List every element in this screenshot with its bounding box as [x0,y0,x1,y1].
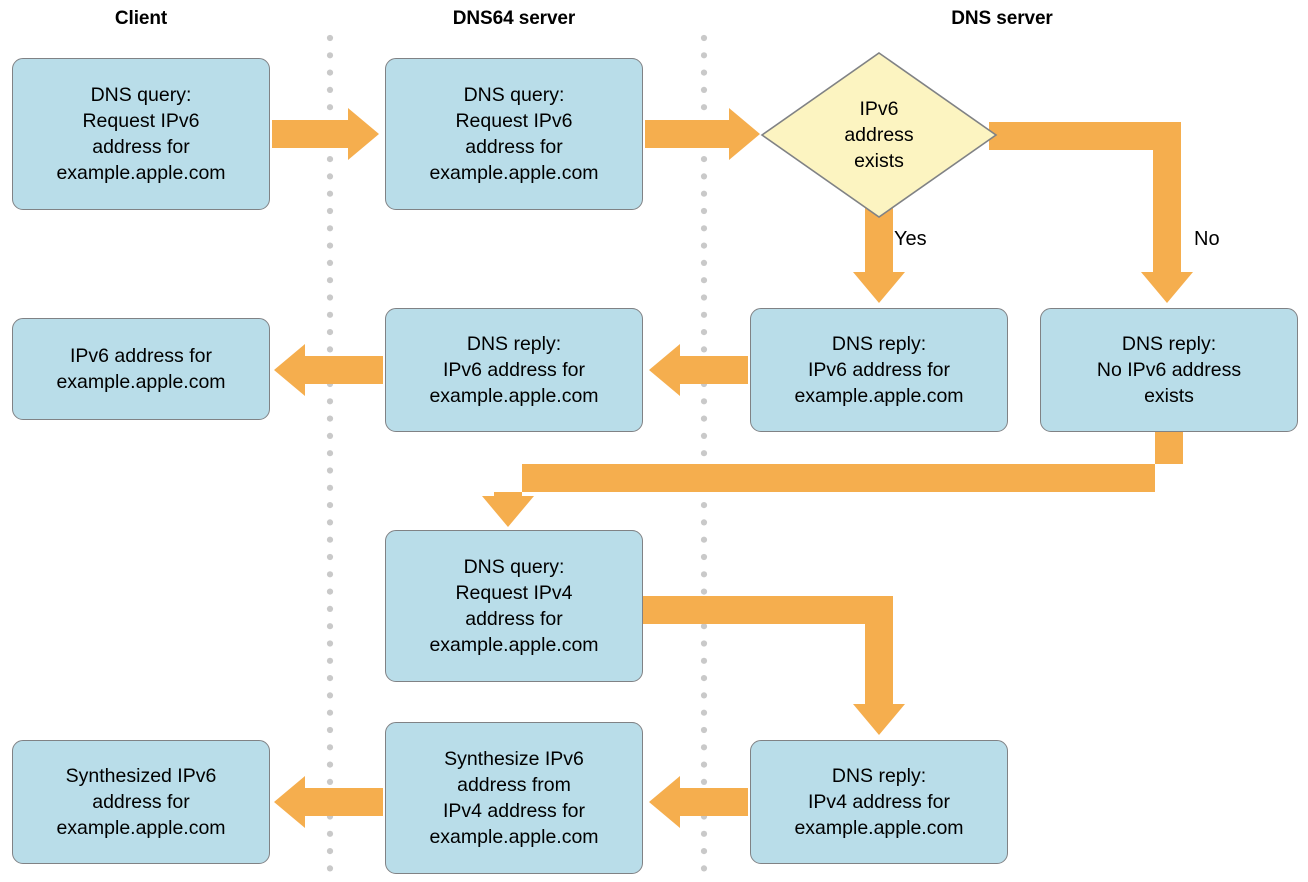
arrow-decision-no-to-dns-reply-no-ipv6 [989,122,1193,303]
arrow-client-query-to-dns64-query [272,108,379,160]
node-dns64-synthesize-ipv6[interactable]: Synthesize IPv6 address from IPv4 addres… [385,722,643,874]
edge-label-no: No [1194,228,1220,250]
lane-title-dns-server: DNS server [951,8,1053,29]
arrow-dns-reply-ipv6-to-dns64-reply-ipv6 [649,344,748,396]
node-label: IPv6 address for example.apple.com [56,345,226,393]
lane-divider-client-dns64 [326,34,334,872]
lane-title-dns64-server: DNS64 server [452,8,576,29]
node-label: DNS query: Request IPv6 address for exam… [56,84,226,184]
arrow-dns-reply-no-ipv6-to-dns64-query-ipv4 [482,430,1183,527]
lane-divider-dns64-dns [700,34,708,872]
arrow-decision-yes-to-dns-reply-ipv6 [853,208,905,303]
node-client-ipv6-address[interactable]: IPv6 address for example.apple.com [12,318,270,420]
node-label: DNS reply: IPv6 address for example.appl… [429,333,599,407]
arrow-dns64-reply-ipv6-to-client-reply-ipv6 [274,344,383,396]
node-dns64-dns-reply-ipv6[interactable]: DNS reply: IPv6 address for example.appl… [385,308,643,432]
arrow-dns64-query-ipv4-to-dns-reply-ipv4 [641,596,905,735]
arrow-dns64-query-to-decision [645,108,760,160]
node-label: DNS reply: IPv6 address for example.appl… [794,333,964,407]
decision-diamond-shape [760,52,998,218]
node-label: Synthesized IPv6 address for example.app… [56,765,226,839]
edge-label-yes: Yes [894,228,927,250]
node-label: DNS reply: No IPv6 address exists [1096,333,1242,407]
node-dns64-dns-query-ipv4[interactable]: DNS query: Request IPv4 address for exam… [385,530,643,682]
node-dns-reply-ipv4[interactable]: DNS reply: IPv4 address for example.appl… [750,740,1008,864]
node-label: DNS query: Request IPv4 address for exam… [429,556,599,656]
decision-label: IPv6 address exists [844,98,914,172]
lane-title-client: Client [114,8,168,29]
node-client-dns-query[interactable]: DNS query: Request IPv6 address for exam… [12,58,270,210]
arrow-dns-reply-ipv4-to-dns64-synthesize [649,776,748,828]
arrow-dns64-synthesize-to-client-synthesized [274,776,383,828]
node-decision-ipv6-address-exists[interactable]: IPv6 address exists [762,53,996,217]
node-client-synthesized-ipv6[interactable]: Synthesized IPv6 address for example.app… [12,740,270,864]
node-dns-reply-ipv6[interactable]: DNS reply: IPv6 address for example.appl… [750,308,1008,432]
node-label: DNS query: Request IPv6 address for exam… [429,84,599,184]
node-label: Synthesize IPv6 address from IPv4 addres… [429,748,599,848]
node-dns-reply-no-ipv6[interactable]: DNS reply: No IPv6 address exists [1040,308,1298,432]
node-label: DNS reply: IPv4 address for example.appl… [794,765,964,839]
node-dns64-dns-query[interactable]: DNS query: Request IPv6 address for exam… [385,58,643,210]
